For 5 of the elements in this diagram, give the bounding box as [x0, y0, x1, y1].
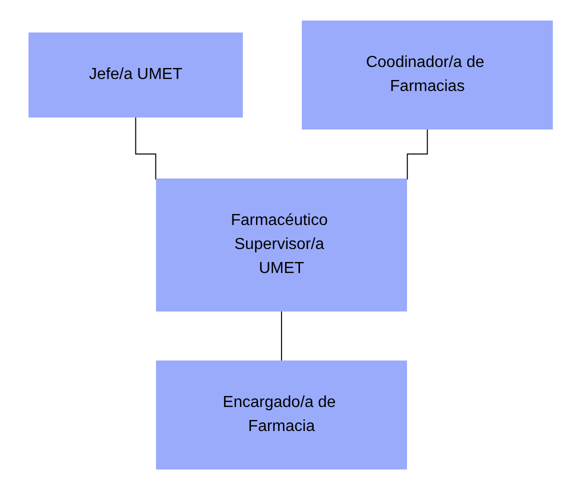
node-box: Jefe/a UMET [28, 32, 244, 117]
node-box: Encargado/a de Farmacia [156, 360, 408, 469]
node-box: Farmacéutico Supervisor/a UMET [156, 178, 408, 311]
connector [281, 310, 282, 361]
node-box: Coodinador/a de Farmacias [302, 20, 554, 129]
